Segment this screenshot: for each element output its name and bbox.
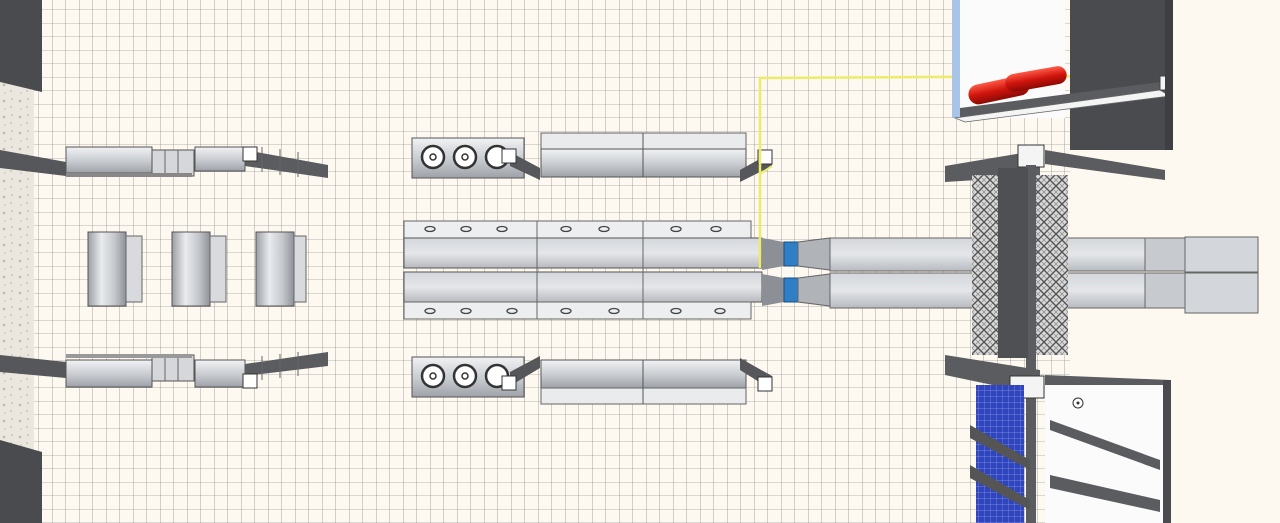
- shelf-unit-top-right[interactable]: [194, 146, 328, 178]
- right-wall-upper: [952, 0, 1173, 150]
- shelf-unit-bottom-left[interactable]: [65, 354, 195, 388]
- inline-fan-icon[interactable]: [762, 237, 831, 271]
- exhaust-hood-island[interactable]: [403, 220, 763, 320]
- burner-range-bottom[interactable]: [411, 356, 540, 398]
- burner-range-top[interactable]: [411, 137, 540, 180]
- prep-counter-top[interactable]: [540, 132, 773, 182]
- right-wall-lower: [945, 355, 1171, 523]
- burner-ring-icon: [420, 363, 446, 389]
- storage-cabinet-3[interactable]: [255, 231, 307, 307]
- gas-pipe-branch: [759, 165, 773, 175]
- prep-counter-bottom[interactable]: [540, 358, 773, 405]
- left-counter-top[interactable]: [0, 150, 66, 378]
- left-wall: [0, 0, 42, 523]
- shelf-unit-bottom-right[interactable]: [194, 352, 328, 389]
- lattice-screen: [972, 175, 1068, 355]
- gas-cylinder-icon[interactable]: [967, 65, 1068, 106]
- right-wall-edge: [1165, 0, 1173, 150]
- inline-fan-icon[interactable]: [762, 273, 831, 307]
- wall-column: [945, 144, 1165, 523]
- burner-ring-icon: [420, 144, 446, 170]
- storage-cabinet-2[interactable]: [171, 231, 227, 307]
- burner-ring-icon: [452, 363, 478, 389]
- burner-ring-icon: [452, 144, 478, 170]
- shelf-unit-top-left[interactable]: [65, 146, 195, 177]
- exhaust-slot-icon: [424, 225, 726, 315]
- storage-cabinet-1[interactable]: [87, 231, 143, 307]
